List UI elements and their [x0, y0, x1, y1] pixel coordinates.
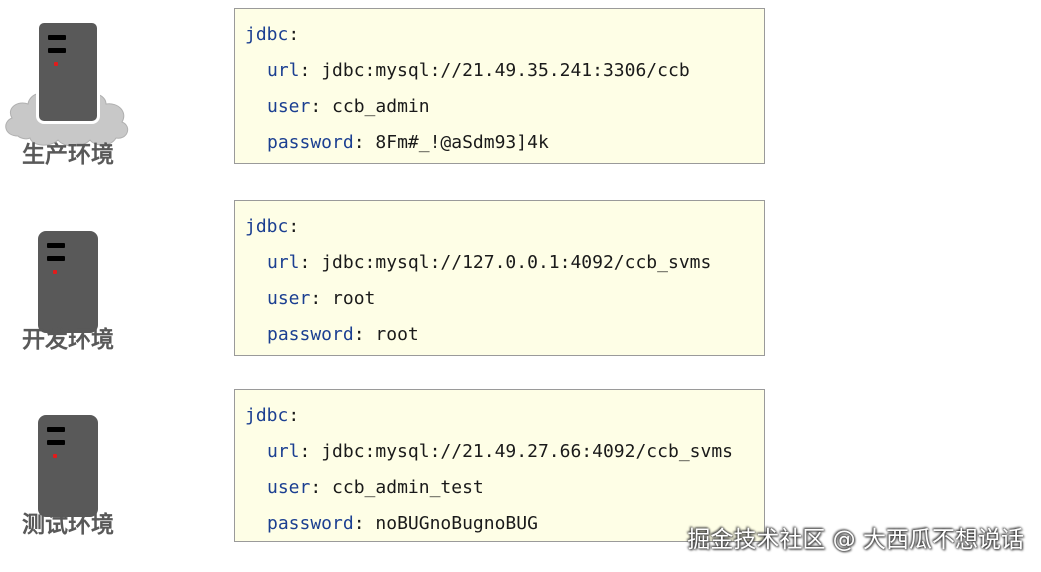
config-user-line: user: ccb_admin: [267, 96, 430, 117]
config-value: jdbc:mysql://127.0.0.1:4092/ccb_svms: [321, 252, 712, 273]
env-label: 生产环境: [22, 142, 114, 168]
server-slot: [47, 256, 65, 261]
config-root-line: jdbc:: [245, 24, 300, 45]
config-key: password: [267, 513, 354, 534]
config-value: 8Fm#_!@aSdm93]4k: [375, 132, 549, 153]
config-key: jdbc: [245, 405, 289, 426]
config-root-line: jdbc:: [245, 216, 300, 237]
server-led: [54, 62, 58, 66]
server-slot: [48, 35, 66, 40]
config-user-line: user: root: [267, 288, 376, 309]
config-url-line: url: jdbc:mysql://127.0.0.1:4092/ccb_svm…: [267, 252, 712, 273]
config-url-line: url: jdbc:mysql://21.49.27.66:4092/ccb_s…: [267, 441, 734, 462]
config-block-test: jdbc: url: jdbc:mysql://21.49.27.66:4092…: [234, 389, 765, 542]
config-key: password: [267, 132, 354, 153]
config-block-production: jdbc: url: jdbc:mysql://21.49.35.241:330…: [234, 8, 765, 164]
config-key: password: [267, 324, 354, 345]
server-slot: [47, 440, 65, 445]
server-slot: [48, 48, 66, 53]
config-key: jdbc: [245, 216, 289, 237]
config-value: ccb_admin: [332, 96, 430, 117]
config-value: root: [332, 288, 376, 309]
config-user-line: user: ccb_admin_test: [267, 477, 484, 498]
config-key: user: [267, 288, 311, 309]
server-icon: [36, 20, 100, 124]
config-password-line: password: noBUGnoBugnoBUG: [267, 513, 538, 534]
config-root-line: jdbc:: [245, 405, 300, 426]
server-slot: [47, 427, 65, 432]
config-key: user: [267, 477, 311, 498]
config-value: jdbc:mysql://21.49.35.241:3306/ccb: [321, 60, 690, 81]
config-value: jdbc:mysql://21.49.27.66:4092/ccb_svms: [321, 441, 734, 462]
server-led: [53, 454, 57, 458]
env-label: 测试环境: [22, 512, 114, 538]
config-key: url: [267, 252, 300, 273]
server-icon: [38, 415, 98, 517]
config-value: ccb_admin_test: [332, 477, 484, 498]
env-label: 开发环境: [22, 327, 114, 353]
config-url-line: url: jdbc:mysql://21.49.35.241:3306/ccb: [267, 60, 690, 81]
server-icon: [38, 231, 98, 333]
config-password-line: password: root: [267, 324, 419, 345]
config-block-development: jdbc: url: jdbc:mysql://127.0.0.1:4092/c…: [234, 200, 765, 356]
config-key: jdbc: [245, 24, 289, 45]
server-slot: [47, 243, 65, 248]
config-key: url: [267, 60, 300, 81]
config-value: root: [375, 324, 419, 345]
config-value: noBUGnoBugnoBUG: [375, 513, 538, 534]
watermark: 掘金技术社区 @ 大西瓜不想说话: [687, 527, 1024, 553]
config-key: url: [267, 441, 300, 462]
config-password-line: password: 8Fm#_!@aSdm93]4k: [267, 132, 549, 153]
config-key: user: [267, 96, 311, 117]
server-led: [53, 270, 57, 274]
